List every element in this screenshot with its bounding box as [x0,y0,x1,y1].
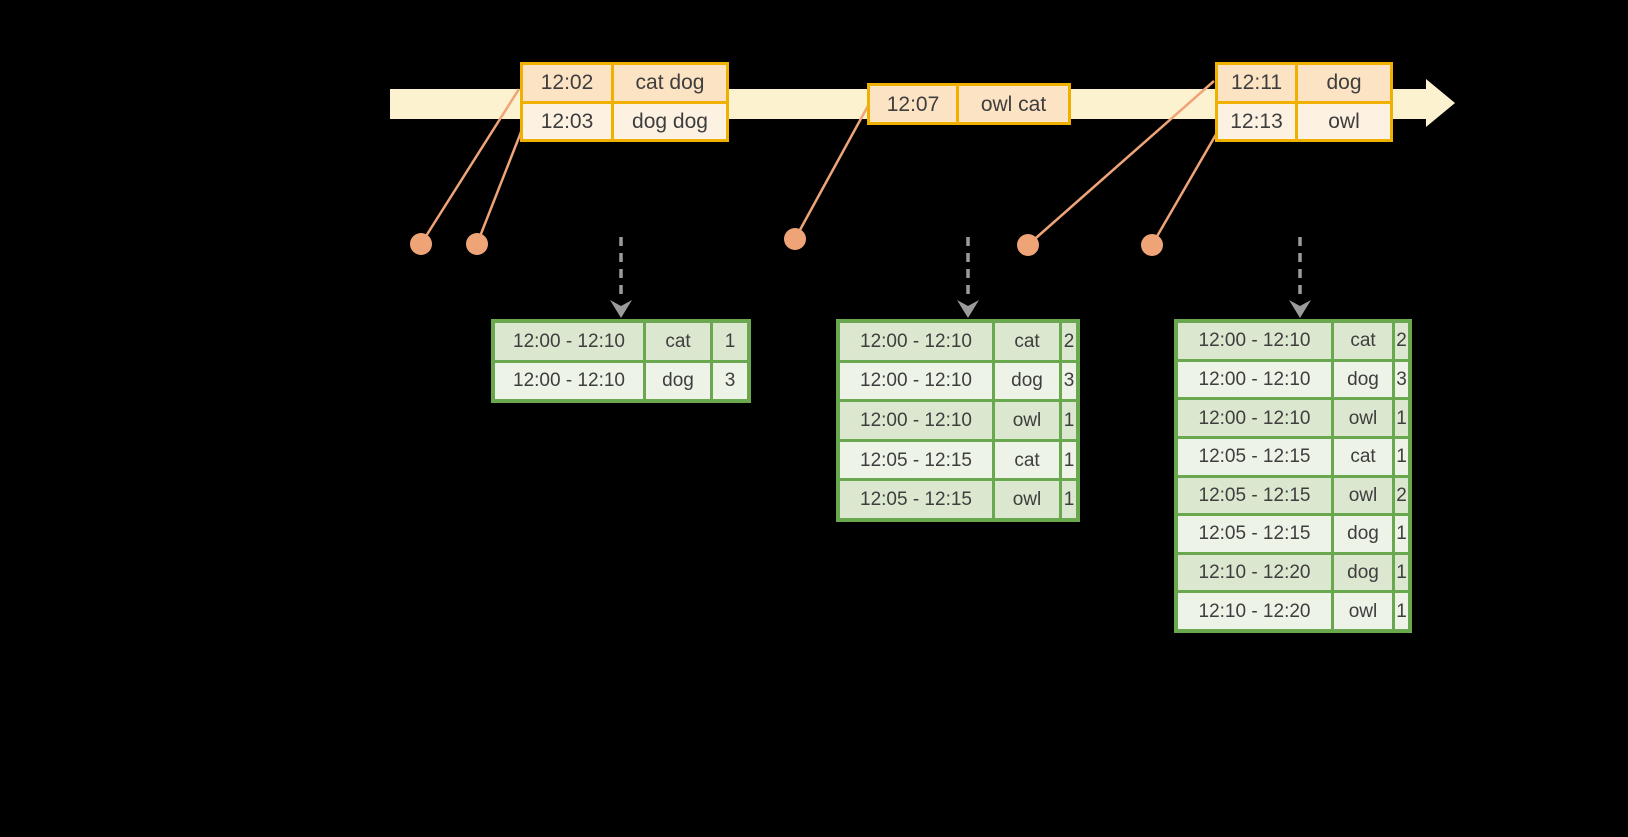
result-table-1-word-cell: cat [646,323,710,360]
trigger-arrowhead-icon [1289,300,1311,318]
result-table-3-count-cell: 1 [1395,554,1408,591]
result-table-3-count-cell: 3 [1395,361,1408,398]
connector-line [475,126,525,245]
result-table-3-word-cell: dog [1334,361,1392,398]
result-table-2-window-cell: 12:05 - 12:15 [840,441,992,479]
result-table-2-word-cell: dog [995,362,1059,400]
result-table-3-window-cell: 12:10 - 12:20 [1178,554,1331,591]
result-table-3-window-cell: 12:00 - 12:10 [1178,400,1331,436]
event-dot-icon [784,228,806,250]
result-table-3-window-cell: 12:00 - 12:10 [1178,361,1331,398]
event-dot-icon [410,233,432,255]
trigger-arrowhead-icon [957,300,979,318]
result-table-2-window-cell: 12:00 - 12:10 [840,323,992,360]
result-table-1-word-cell: dog [646,362,710,399]
event-dot-icon [1017,234,1039,256]
result-table-3-word-cell: dog [1334,554,1392,591]
result-table-3-count-cell: 1 [1395,516,1408,552]
result-table-3-count-cell: 2 [1395,477,1408,514]
event-table-1211-words-cell: dog [1298,65,1390,101]
result-table-3-word-cell: cat [1334,438,1392,475]
result-table-1-window-cell: 12:00 - 12:10 [495,323,643,360]
result-table-2-word-cell: owl [995,402,1059,439]
connector-line [1150,130,1220,246]
event-table-1202-words-cell: cat dog [614,65,726,101]
event-dot-icon [1141,234,1163,256]
result-table-3-count-cell: 1 [1395,438,1408,475]
result-table-3-word-cell: dog [1334,516,1392,552]
result-table-2-count-cell: 1 [1062,481,1076,518]
result-table-2-word-cell: cat [995,441,1059,479]
result-table-3-count-cell: 1 [1395,400,1408,436]
result-table-3-word-cell: owl [1334,400,1392,436]
event-dot-icon [466,233,488,255]
event-dots [410,228,1163,256]
result-table-3-window-cell: 12:05 - 12:15 [1178,477,1331,514]
result-table-2-window-cell: 12:00 - 12:10 [840,362,992,400]
connector-line [793,103,871,240]
result-table-1-count-cell: 3 [713,362,747,399]
result-table-1-count-cell: 1 [713,323,747,360]
result-table-2-count-cell: 2 [1062,323,1076,360]
result-table-1-window-cell: 12:00 - 12:10 [495,362,643,399]
event-table-1202-words-cell: dog dog [614,103,726,139]
result-table-3-window-cell: 12:05 - 12:15 [1178,516,1331,552]
connector-line [1027,80,1215,246]
result-table-2-word-cell: cat [995,323,1059,360]
result-table-2-word-cell: owl [995,481,1059,518]
event-connector-lines [419,80,1220,246]
trigger-arrowhead-icon [610,300,632,318]
result-table-2-window-cell: 12:05 - 12:15 [840,481,992,518]
event-table-1202-time-cell: 12:03 [523,103,611,139]
event-table-1211-time-cell: 12:11 [1218,65,1295,101]
result-table-2-count-cell: 1 [1062,441,1076,479]
result-table-3-word-cell: owl [1334,593,1392,629]
event-table-1207-time-cell: 12:07 [870,86,956,122]
event-table-1202-time-cell: 12:02 [523,65,611,101]
event-table-1211-time-cell: 12:13 [1218,103,1295,139]
result-table-3-window-cell: 12:00 - 12:10 [1178,323,1331,359]
event-table-1211-words-cell: owl [1298,103,1390,139]
result-table-3-window-cell: 12:10 - 12:20 [1178,593,1331,629]
result-table-2-window-cell: 12:00 - 12:10 [840,402,992,439]
event-table-1207-words-cell: owl cat [959,86,1068,122]
result-table-3-count-cell: 1 [1395,593,1408,629]
result-table-3-word-cell: owl [1334,477,1392,514]
connector-line [419,88,521,245]
result-table-2-count-cell: 1 [1062,402,1076,439]
trigger-arrows [610,237,1311,318]
result-table-3-count-cell: 2 [1395,323,1408,359]
result-table-3-word-cell: cat [1334,323,1392,359]
timeline-arrowhead-icon [1426,79,1455,127]
result-table-2-count-cell: 3 [1062,362,1076,400]
result-table-3-window-cell: 12:05 - 12:15 [1178,438,1331,475]
